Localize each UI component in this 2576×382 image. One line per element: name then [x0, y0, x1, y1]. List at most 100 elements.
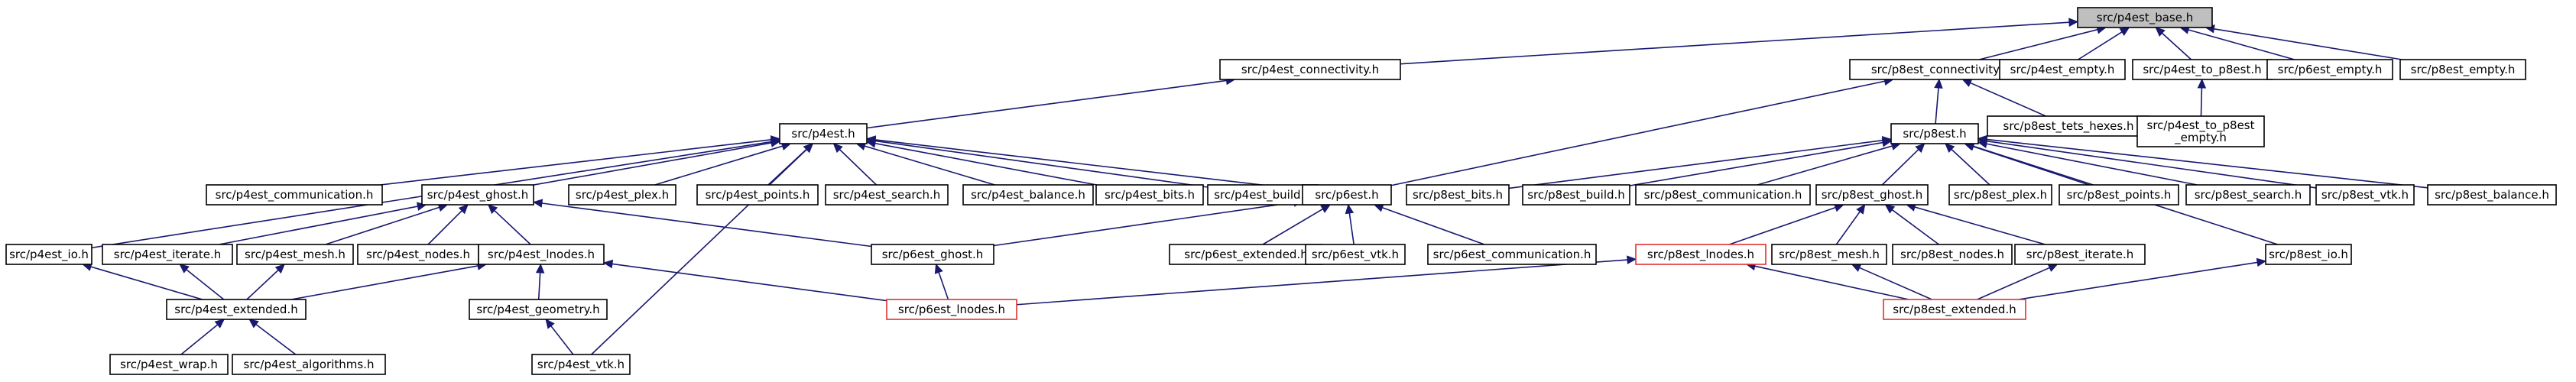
node-box — [1815, 184, 1929, 206]
node-p8est-points[interactable]: src/p8est_points.h — [2059, 184, 2179, 206]
node-p8est-balance[interactable]: src/p8est_balance.h — [2427, 184, 2557, 206]
node-box — [2315, 184, 2415, 206]
node-label: src/p4est.h — [791, 127, 855, 141]
node-p4est-search[interactable]: src/p4est_search.h — [825, 184, 949, 206]
edge-p4est_mesh-to-p4est_ghost — [325, 206, 440, 245]
node-p8est-plex[interactable]: src/p8est_plex.h — [1948, 184, 2052, 206]
node-box — [2136, 115, 2265, 147]
node-box — [206, 184, 383, 206]
arrowhead-p8est_balance-to-p8est — [1977, 134, 1988, 144]
node-p8est-tets-hexes[interactable]: src/p8est_tets_hexes.h — [1987, 115, 2150, 137]
node-p4est[interactable]: src/p4est.h — [779, 123, 868, 144]
node-label: src/p6est_extended.h — [1184, 248, 1307, 262]
arrowhead-p6est_extended-to-p6est — [1320, 204, 1332, 213]
node-label: _empty.h — [2174, 131, 2227, 145]
node-p6est-extended[interactable]: src/p6est_extended.h — [1169, 244, 1323, 265]
node-p8est-io[interactable]: src/p8est_io.h — [2265, 244, 2352, 265]
node-p4est-geometry[interactable]: src/p4est_geometry.h — [469, 299, 608, 320]
node-p8est-ghost[interactable]: src/p8est_ghost.h — [1815, 184, 1929, 206]
arrowhead-p8est_extended-to-p8est_mesh — [1851, 264, 1862, 272]
node-box — [1302, 184, 1392, 206]
edge-p8est_empty-to-p4est_base — [2214, 28, 2402, 60]
node-p4est-bits[interactable]: src/p4est_bits.h — [1095, 184, 1204, 206]
node-p8est-iterate[interactable]: src/p8est_iterate.h — [2014, 244, 2146, 265]
node-box — [1948, 184, 2052, 206]
node-p4est-base[interactable]: src/p4est_base.h — [2077, 7, 2213, 28]
node-p4est-to-p8est[interactable]: src/p4est_to_p8est.h — [2132, 59, 2273, 80]
edge-p8est_extended-to-p8est_io — [2018, 261, 2258, 300]
node-box — [1987, 115, 2150, 137]
node-p4est-lnodes[interactable]: src/p4est_lnodes.h — [478, 244, 605, 265]
edge-p8est_search-to-p8est — [1986, 143, 2198, 186]
node-p8est-mesh[interactable]: src/p8est_mesh.h — [1771, 244, 1887, 265]
node-p4est-connectivity[interactable]: src/p4est_connectivity.h — [1219, 59, 1401, 80]
node-box — [357, 244, 479, 265]
node-p6est[interactable]: src/p6est.h — [1302, 184, 1392, 206]
node-p4est-communication[interactable]: src/p4est_communication.h — [206, 184, 383, 206]
node-p6est-ghost[interactable]: src/p6est_ghost.h — [871, 244, 994, 265]
node-label: src/p4est_build.h — [1214, 188, 1312, 202]
arrowhead-p4est_nodes-to-p4est_ghost — [458, 204, 469, 215]
edge-p4est_balance-to-p4est — [864, 145, 995, 186]
arrowhead-p8est_tets_hexes-to-p8est_connectivity — [1961, 79, 1973, 87]
node-p8est-lnodes[interactable]: src/p8est_lnodes.h — [1635, 244, 1767, 265]
node-p6est-communication[interactable]: src/p6est_communication.h — [1427, 244, 1597, 265]
node-p4est-extended[interactable]: src/p4est_extended.h — [166, 299, 307, 320]
node-p8est-extended[interactable]: src/p8est_extended.h — [1883, 299, 2026, 320]
edge-p8est_vtk-to-p8est — [1986, 140, 2317, 189]
node-p8est-nodes[interactable]: src/p8est_nodes.h — [1892, 244, 2013, 265]
node-box — [1890, 123, 1979, 144]
node-p4est-balance[interactable]: src/p4est_balance.h — [962, 184, 1094, 206]
node-box — [421, 184, 534, 206]
node-p4est-empty[interactable]: src/p4est_empty.h — [1999, 59, 2126, 80]
node-box — [825, 184, 949, 206]
arrowhead-p6est-to-p4est — [865, 135, 877, 144]
edge-p4est_communication-to-p4est — [380, 139, 772, 186]
node-label: src/p6est_ghost.h — [882, 248, 984, 262]
node-label: src/p8est_points.h — [2067, 188, 2172, 202]
node-label: src/p4est_bits.h — [1105, 188, 1195, 202]
node-p4est-algorithms[interactable]: src/p4est_algorithms.h — [232, 354, 386, 375]
edge-layer — [82, 18, 2428, 355]
node-label: src/p4est_extended.h — [174, 303, 297, 317]
node-p8est-empty[interactable]: src/p8est_empty.h — [2399, 59, 2526, 80]
node-label: src/p8est_extended.h — [1893, 303, 2016, 317]
node-p4est-ghost[interactable]: src/p4est_ghost.h — [421, 184, 534, 206]
node-p4est-io[interactable]: src/p4est_io.h — [5, 244, 92, 265]
node-p6est-empty[interactable]: src/p6est_empty.h — [2266, 59, 2393, 80]
node-p4est-mesh[interactable]: src/p4est_mesh.h — [236, 244, 354, 265]
node-p4est-iterate[interactable]: src/p4est_iterate.h — [102, 244, 233, 265]
node-p6est-vtk[interactable]: src/p6est_vtk.h — [1305, 244, 1406, 265]
node-p6est-lnodes[interactable]: src/p6est_lnodes.h — [886, 299, 1017, 320]
node-p4est-to-p8est-empty[interactable]: src/p4est_to_p8est_empty.h — [2136, 115, 2265, 147]
arrowhead-p4est_vtk-to-p4est_geometry — [545, 319, 555, 329]
node-box — [1095, 184, 1204, 206]
arrowhead-p8est_build-to-p8est — [1881, 138, 1893, 147]
node-p8est-communication[interactable]: src/p8est_communication.h — [1635, 184, 1811, 206]
node-p8est[interactable]: src/p8est.h — [1890, 123, 1979, 144]
edge-p8est_nodes-to-p8est_ghost — [1891, 209, 1939, 245]
node-p8est-build[interactable]: src/p8est_build.h — [1522, 184, 1630, 206]
node-p8est-vtk[interactable]: src/p8est_vtk.h — [2315, 184, 2415, 206]
node-p4est-plex[interactable]: src/p4est_plex.h — [568, 184, 676, 206]
node-p4est-wrap[interactable]: src/p4est_wrap.h — [109, 354, 229, 375]
edge-p6est_ghost-to-p6est — [993, 202, 1295, 247]
arrowhead-p4est_lnodes-to-p4est_ghost — [487, 204, 498, 215]
node-p4est-vtk[interactable]: src/p4est_vtk.h — [531, 354, 631, 375]
node-label: src/p8est_empty.h — [2411, 63, 2516, 77]
node-p4est-points[interactable]: src/p4est_points.h — [696, 184, 819, 206]
edge-p8est-to-p8est_connectivity — [1935, 87, 1939, 125]
edge-p6est-to-p8est_connectivity — [1390, 80, 1885, 186]
node-label: src/p4est_algorithms.h — [244, 358, 375, 372]
edge-p8est_balance-to-p8est — [1986, 138, 2428, 189]
node-label: src/p4est_balance.h — [971, 188, 1085, 202]
node-p8est-bits[interactable]: src/p8est_bits.h — [1406, 184, 1510, 206]
edge-p8est_connectivity-to-p4est_base — [1979, 28, 2098, 60]
node-p4est-build[interactable]: src/p4est_build.h — [1207, 184, 1319, 206]
node-p8est-search[interactable]: src/p8est_search.h — [2185, 184, 2311, 206]
node-layer: src/p4est_base.h src/p4est_connectivity.h… — [5, 7, 2557, 375]
node-p4est-nodes[interactable]: src/p4est_nodes.h — [357, 244, 479, 265]
arrowhead-p6est_lnodes-to-p4est_lnodes — [602, 259, 614, 269]
edge-p6est_communication-to-p6est — [1382, 206, 1485, 245]
